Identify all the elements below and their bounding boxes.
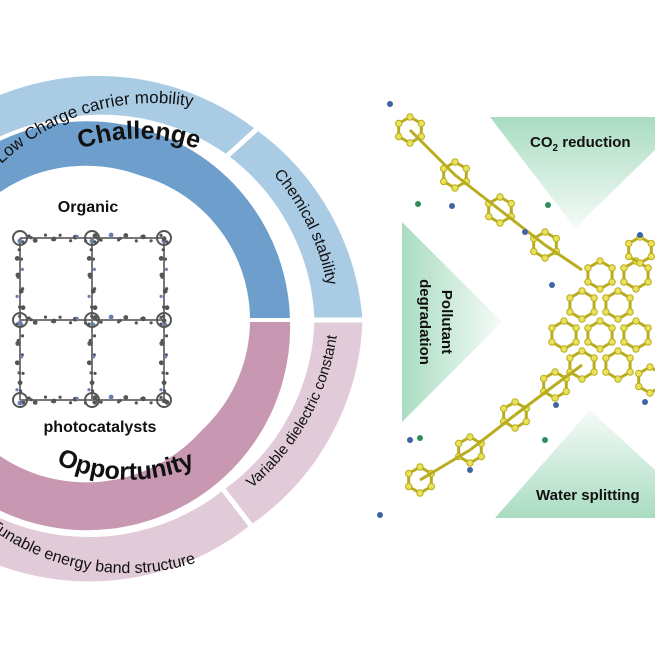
label-co2-reduction: CO2 reduction — [530, 134, 631, 154]
triangle-water — [495, 410, 655, 518]
segment-challenge — [0, 117, 295, 322]
label-organic: Organic — [58, 199, 119, 216]
triangle-pollutant — [402, 222, 502, 422]
triangle-co2 — [490, 117, 655, 228]
ring-diagram: Low Charge carrier mobility Chemical sta… — [0, 70, 368, 587]
framework-structure-image — [12, 230, 172, 408]
label-photocatalysts: photocatalysts — [44, 419, 157, 436]
molecule-structure-image — [377, 101, 655, 518]
label-degradation: degradation — [416, 279, 433, 365]
label-pollutant: Pollutant — [438, 290, 455, 354]
segment-tunable-band — [0, 484, 256, 587]
label-water-splitting: Water splitting — [536, 487, 640, 504]
applications-panel: CO2 reduction Water splitting Pollutant … — [377, 101, 655, 518]
